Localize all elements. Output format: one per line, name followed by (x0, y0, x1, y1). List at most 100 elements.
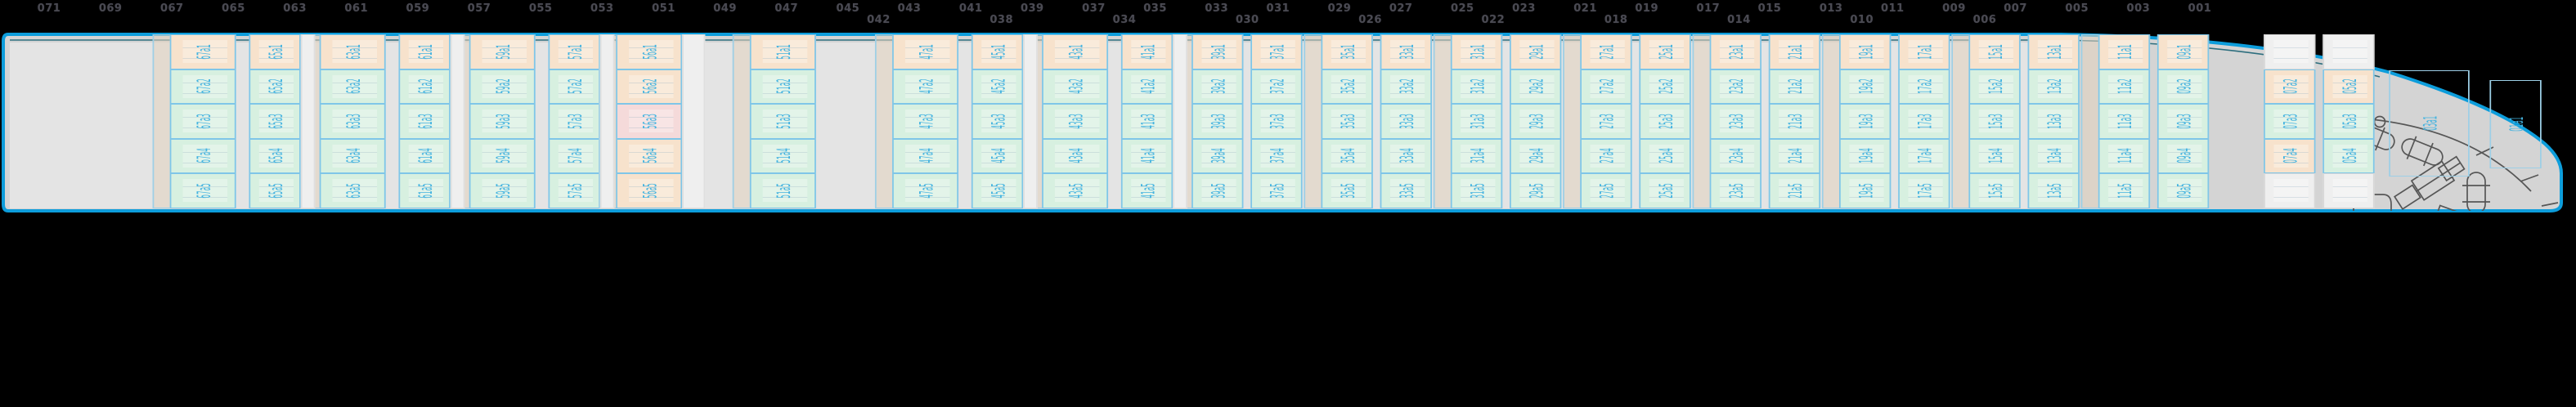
cargo-cell-35a3[interactable]: 35a3 (1321, 104, 1373, 139)
cargo-cell-15a3[interactable]: 15a3 (1968, 104, 2021, 139)
cargo-cell-35a5[interactable]: 35a5 (1321, 173, 1373, 208)
cargo-cell-37a4[interactable]: 37a4 (1250, 138, 1303, 173)
cargo-cell-25a4[interactable]: 25a4 (1639, 138, 1691, 173)
cargo-cell-47a4[interactable]: 47a4 (892, 138, 959, 173)
cargo-cell-65a2[interactable]: 65a2 (249, 69, 301, 104)
cargo-cell-27a5[interactable]: 27a5 (1580, 173, 1632, 208)
cargo-cell-45a3[interactable]: 45a3 (971, 104, 1024, 139)
cargo-cell-21a1[interactable]: 21a1 (1768, 34, 1821, 69)
cargo-cell-29a3[interactable]: 29a3 (1510, 104, 1562, 139)
cargo-cell-27a2[interactable]: 27a2 (1580, 69, 1632, 104)
cargo-cell-65a1[interactable]: 65a1 (249, 34, 301, 69)
cargo-cell-15a2[interactable]: 15a2 (1968, 69, 2021, 104)
cargo-cell-56a3[interactable]: 56a3 (616, 104, 683, 139)
cargo-cell-47a1[interactable]: 47a1 (892, 34, 959, 69)
cargo-cell-57a3[interactable]: 57a3 (548, 104, 600, 139)
cargo-cell-39a5[interactable]: 39a5 (1192, 173, 1244, 208)
cargo-cell-39a3[interactable]: 39a3 (1192, 104, 1244, 139)
cargo-cell-17a3[interactable]: 17a3 (1898, 104, 1950, 139)
cargo-cell-65a4[interactable]: 65a4 (249, 138, 301, 173)
cargo-cell-65a5[interactable]: 65a5 (249, 173, 301, 208)
cargo-cell-57a4[interactable]: 57a4 (548, 138, 600, 173)
cargo-cell-41a2[interactable]: 41a2 (1120, 69, 1174, 104)
cargo-cell-27a4[interactable]: 27a4 (1580, 138, 1632, 173)
cargo-cell-15a1[interactable]: 15a1 (1968, 34, 2021, 69)
cargo-cell-39a1[interactable]: 39a1 (1192, 34, 1244, 69)
cargo-cell-07a1[interactable] (2264, 34, 2316, 69)
cargo-cell-05a4[interactable]: 05a4 (2322, 138, 2375, 173)
cargo-cell-19a1[interactable]: 19a1 (1838, 34, 1892, 69)
cargo-cell-09a3[interactable]: 09a3 (2156, 104, 2210, 139)
cargo-cell-13a5[interactable]: 13a5 (2027, 173, 2080, 208)
cargo-cell-37a5[interactable]: 37a5 (1250, 173, 1303, 208)
cargo-cell-31a1[interactable]: 31a1 (1450, 34, 1503, 69)
cargo-cell-33a2[interactable]: 33a2 (1380, 69, 1432, 104)
cargo-cell-17a1[interactable]: 17a1 (1898, 34, 1950, 69)
cargo-cell-51a2[interactable]: 51a2 (749, 69, 816, 104)
cargo-cell-15a5[interactable]: 15a5 (1968, 173, 2021, 208)
cargo-cell-09a2[interactable]: 09a2 (2156, 69, 2210, 104)
cargo-cell-39a4[interactable]: 39a4 (1192, 138, 1244, 173)
cargo-cell-47a5[interactable]: 47a5 (892, 173, 959, 208)
cargo-cell-23a1[interactable]: 23a1 (1709, 34, 1761, 69)
cargo-cell-29a2[interactable]: 29a2 (1510, 69, 1562, 104)
cargo-cell-39a2[interactable]: 39a2 (1192, 69, 1244, 104)
cargo-cell-63a5[interactable]: 63a5 (319, 173, 386, 208)
cargo-cell-07a2[interactable]: 07a2 (2264, 69, 2316, 104)
cargo-cell-61a1[interactable]: 61a1 (398, 34, 451, 69)
cargo-cell-05a1[interactable] (2322, 34, 2375, 69)
cargo-cell-25a2[interactable]: 25a2 (1639, 69, 1691, 104)
cargo-cell-43a5[interactable]: 43a5 (1042, 173, 1109, 208)
cargo-cell-07a5[interactable] (2264, 173, 2316, 208)
cargo-cell-45a4[interactable]: 45a4 (971, 138, 1024, 173)
cargo-cell-19a2[interactable]: 19a2 (1838, 69, 1892, 104)
cargo-cell-11a1[interactable]: 11a1 (2098, 34, 2151, 69)
cargo-cell-43a3[interactable]: 43a3 (1042, 104, 1109, 139)
cargo-cell-51a5[interactable]: 51a5 (749, 173, 816, 208)
cargo-cell-27a1[interactable]: 27a1 (1580, 34, 1632, 69)
cargo-cell-43a4[interactable]: 43a4 (1042, 138, 1109, 173)
cargo-cell-45a1[interactable]: 45a1 (971, 34, 1024, 69)
cargo-cell-21a3[interactable]: 21a3 (1768, 104, 1821, 139)
cargo-cell-25a1[interactable]: 25a1 (1639, 34, 1691, 69)
cargo-cell-59a1[interactable]: 59a1 (469, 34, 536, 69)
cargo-cell-09a1[interactable]: 09a1 (2156, 34, 2210, 69)
cargo-cell-23a3[interactable]: 23a3 (1709, 104, 1761, 139)
cargo-cell-23a5[interactable]: 23a5 (1709, 173, 1761, 208)
cargo-cell-33a3[interactable]: 33a3 (1380, 104, 1432, 139)
cargo-cell-47a2[interactable]: 47a2 (892, 69, 959, 104)
cargo-cell-15a4[interactable]: 15a4 (1968, 138, 2021, 173)
cargo-cell-21a4[interactable]: 21a4 (1768, 138, 1821, 173)
cargo-cell-09a4[interactable]: 09a4 (2156, 138, 2210, 173)
cargo-cell-29a4[interactable]: 29a4 (1510, 138, 1562, 173)
cargo-cell-35a1[interactable]: 35a1 (1321, 34, 1373, 69)
cargo-cell-05a3[interactable]: 05a3 (2322, 104, 2375, 139)
cargo-cell-17a5[interactable]: 17a5 (1898, 173, 1950, 208)
cargo-cell-19a4[interactable]: 19a4 (1838, 138, 1892, 173)
cargo-cell-11a4[interactable]: 11a4 (2098, 138, 2151, 173)
cargo-cell-61a3[interactable]: 61a3 (398, 104, 451, 139)
cargo-cell-33a5[interactable]: 33a5 (1380, 173, 1432, 208)
cargo-cell-11a3[interactable]: 11a3 (2098, 104, 2151, 139)
cargo-cell-43a1[interactable]: 43a1 (1042, 34, 1109, 69)
cargo-cell-31a5[interactable]: 31a5 (1450, 173, 1503, 208)
cargo-cell-67a1[interactable]: 67a1 (169, 34, 236, 69)
cargo-cell-07a4[interactable]: 07a4 (2264, 138, 2316, 173)
cargo-cell-51a1[interactable]: 51a1 (749, 34, 816, 69)
cargo-cell-56a5[interactable]: 56a5 (616, 173, 683, 208)
